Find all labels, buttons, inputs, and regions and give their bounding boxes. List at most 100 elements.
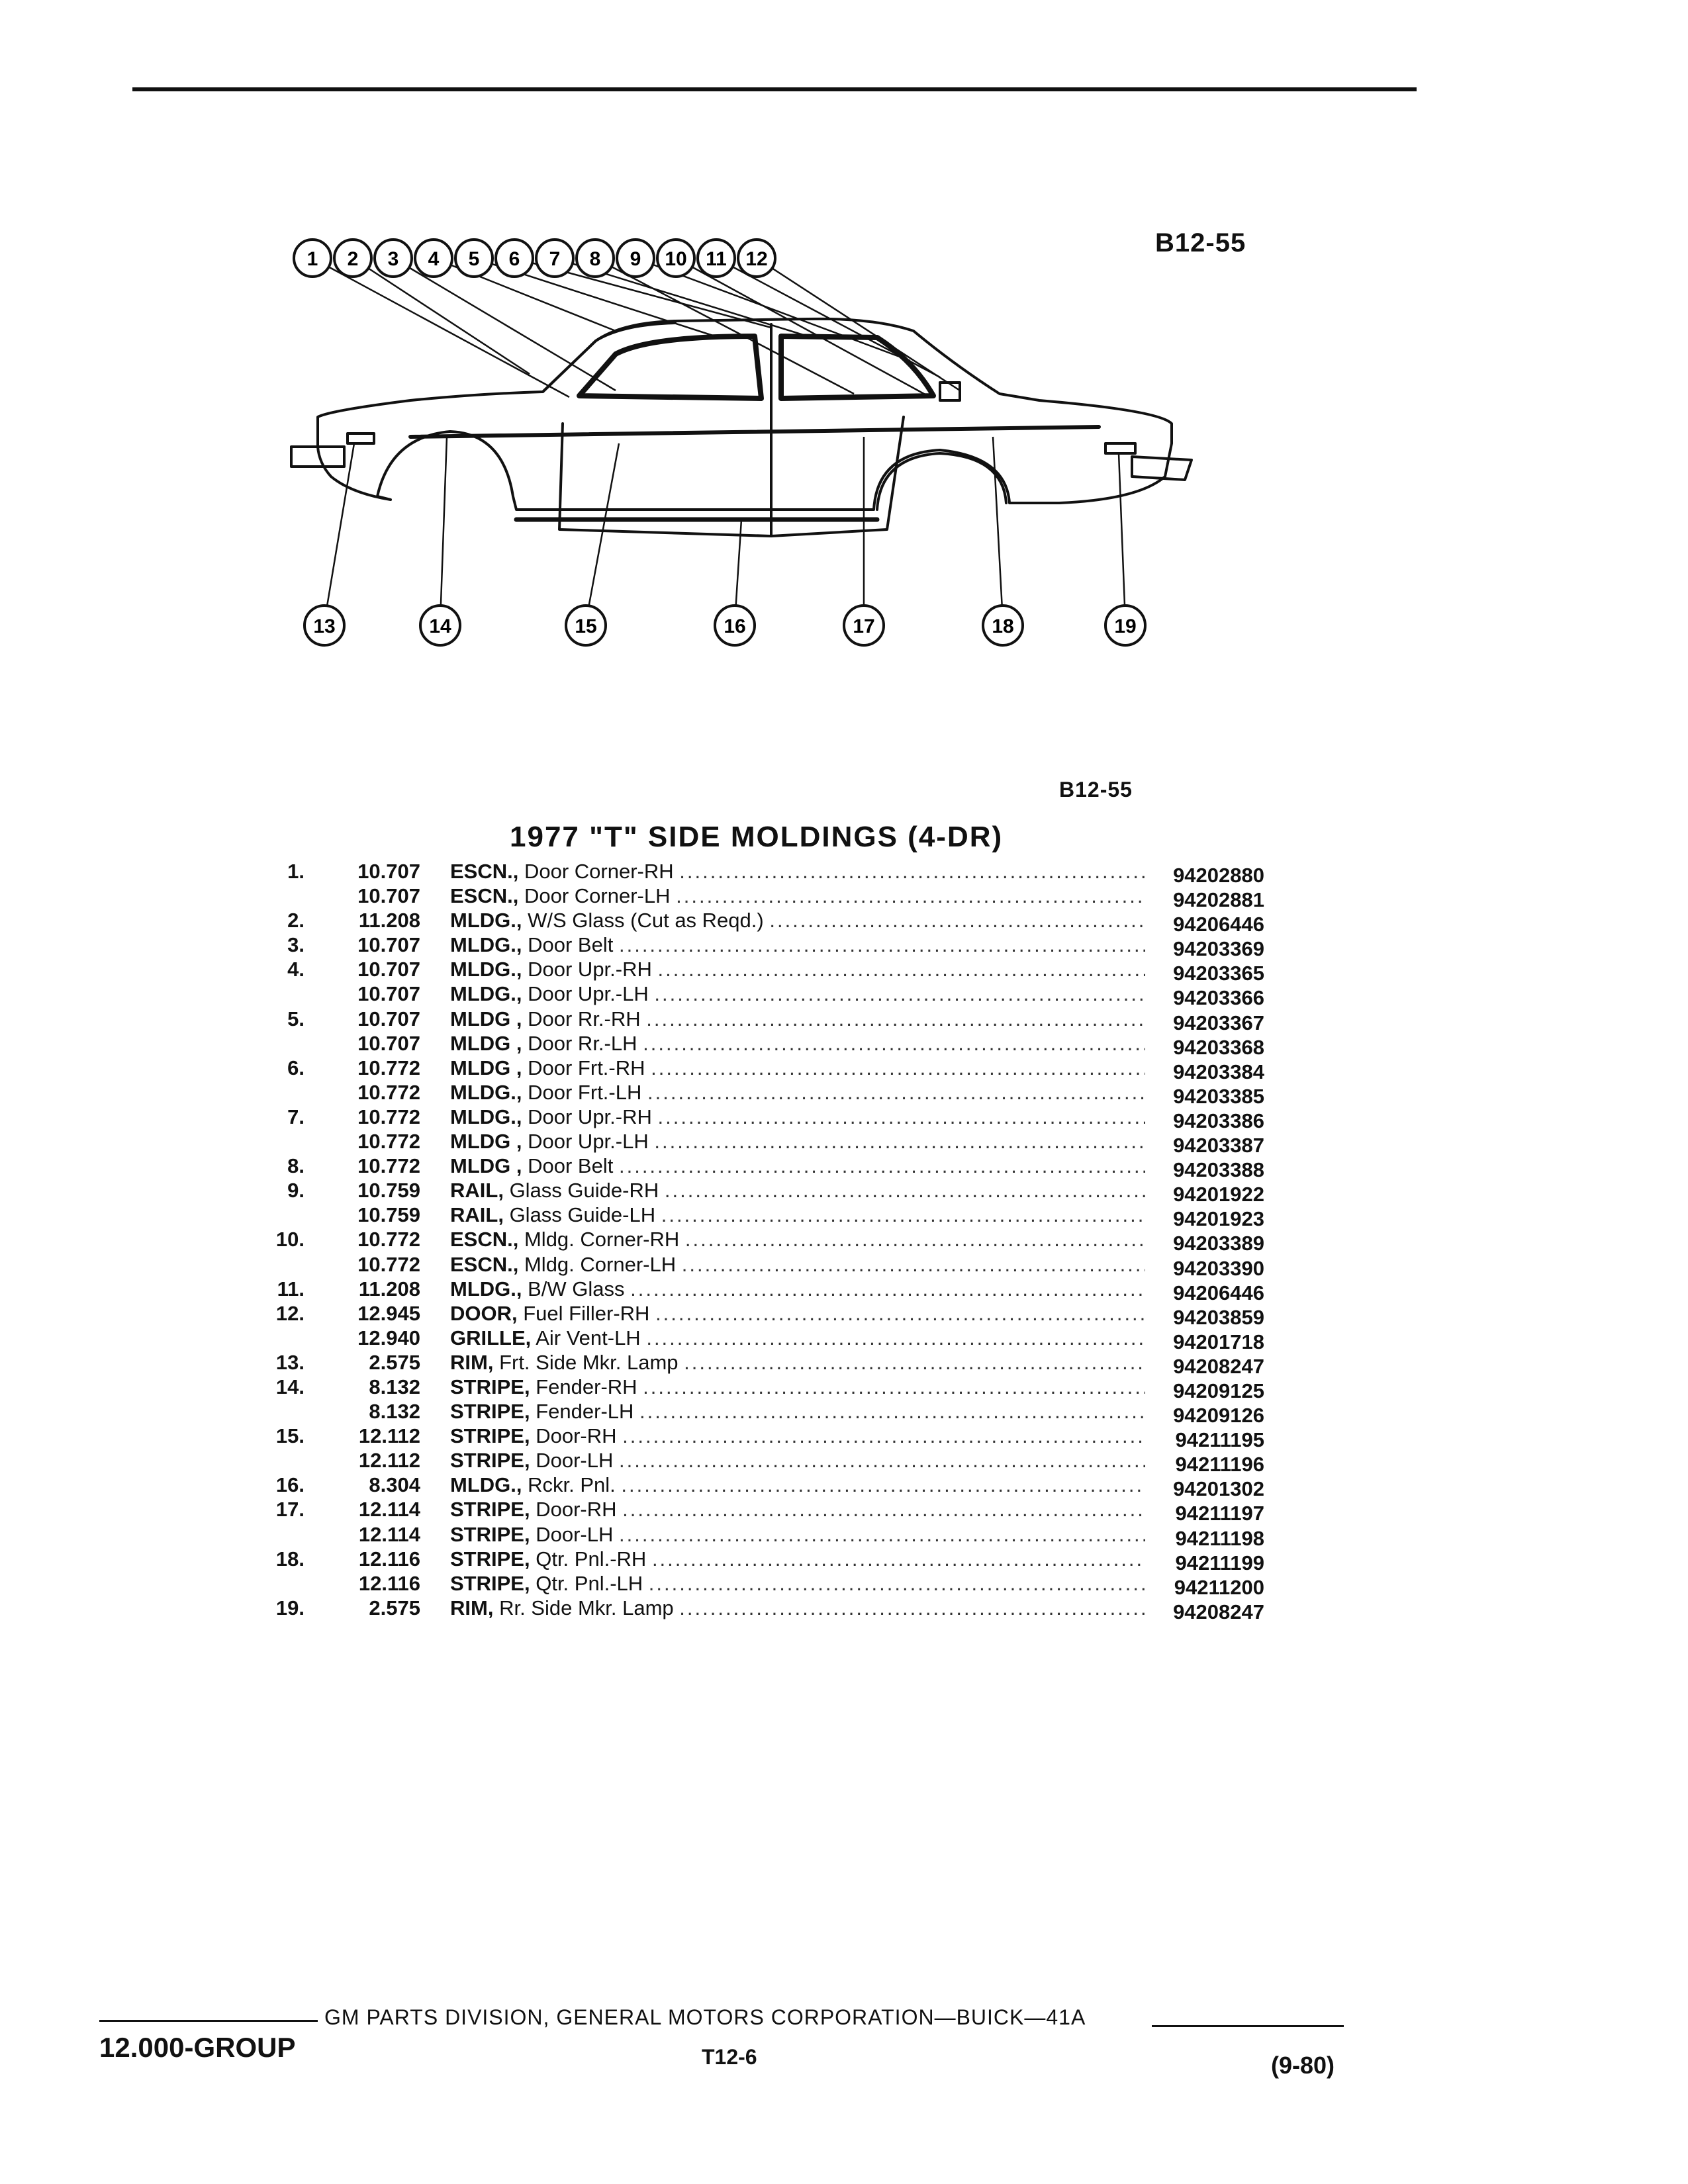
callout-7: 7 (535, 238, 575, 278)
part-name: MLDG., (450, 1080, 522, 1104)
ref-number: 3. (287, 933, 305, 957)
part-name: ESCN., (450, 860, 519, 883)
group-number: 12.940 (357, 1326, 420, 1349)
part-number: 94203386 (1173, 1109, 1264, 1132)
figure-code-secondary: B12-55 (1059, 778, 1133, 801)
part-name: MLDG , (450, 1130, 522, 1154)
ref-number: 6. (287, 1056, 305, 1079)
part-description: ESCN., Door Corner-RH ..................… (450, 859, 1145, 884)
callout-label: 6 (509, 248, 520, 270)
part-detail: Door Upr.-RH (528, 958, 652, 981)
leader-dots: ........................................… (618, 933, 1145, 957)
part-detail: Fender-RH (536, 1375, 637, 1398)
belt-line (408, 425, 1101, 439)
callout-label: 5 (469, 248, 480, 270)
callout-label: 18 (992, 615, 1013, 637)
rear-bumper (1131, 455, 1193, 481)
page-number: T12-6 (702, 2045, 757, 2069)
leader-dots: ........................................… (769, 909, 1145, 933)
part-name: MLDG., (450, 909, 522, 933)
part-number: 94203389 (1173, 1232, 1264, 1255)
group-number: 10.707 (357, 933, 420, 957)
leader-dots: ........................................… (643, 1031, 1145, 1055)
part-number: 94211198 (1175, 1526, 1264, 1550)
part-number: 94203366 (1173, 986, 1264, 1010)
group-number: 12.945 (357, 1301, 420, 1325)
ref-number: 7. (287, 1105, 305, 1128)
ref-number: 13. (275, 1350, 305, 1374)
ref-number: 11. (277, 1277, 305, 1300)
leader-dots: ........................................… (622, 1424, 1145, 1448)
part-description: STRIPE, Qtr. Pnl.-LH ...................… (450, 1571, 1145, 1596)
part-name: GRILLE, (450, 1326, 532, 1349)
part-name: MLDG., (450, 1105, 522, 1128)
group-number: 10.772 (357, 1056, 420, 1079)
part-name: MLDG., (450, 933, 522, 957)
callout-label: 19 (1114, 615, 1136, 637)
leader-dots: ........................................… (630, 1277, 1145, 1300)
part-detail: Air Vent-LH (536, 1326, 641, 1349)
part-detail: Door Rr.-LH (528, 1031, 637, 1055)
part-description: MLDG., W/S Glass (Cut as Reqd.) ........… (450, 908, 1145, 933)
leader-dots: ........................................… (664, 1179, 1145, 1203)
figure-code: B12-55 (1155, 228, 1246, 257)
callout-label: 3 (388, 248, 399, 270)
part-detail: Door Belt (528, 1154, 614, 1178)
leader-dots: ........................................… (646, 1326, 1145, 1349)
part-name: RAIL, (450, 1203, 504, 1227)
leader-dots: ........................................… (619, 1449, 1145, 1473)
part-detail: Door Frt.-RH (528, 1056, 645, 1079)
callout-label: 2 (348, 248, 359, 270)
part-description: RIM, Frt. Side Mkr. Lamp ...............… (450, 1350, 1145, 1375)
callout-label: 16 (724, 615, 745, 637)
part-detail: Door-RH (536, 1498, 617, 1522)
part-name: ESCN., (450, 1228, 519, 1251)
part-number: 94203385 (1173, 1084, 1264, 1108)
part-number: 94203369 (1173, 937, 1264, 961)
part-number: 94203368 (1173, 1035, 1264, 1059)
group-number: 10.759 (357, 1179, 420, 1203)
callout-14: 14 (419, 604, 461, 647)
front-door-glass (577, 334, 764, 401)
footer-rule-right (1152, 2025, 1344, 2027)
part-number: 94206446 (1173, 1281, 1264, 1304)
part-name: STRIPE, (450, 1571, 530, 1595)
callout-11: 11 (696, 238, 736, 278)
part-name: MLDG , (450, 1031, 522, 1055)
ref-number: 1. (287, 860, 305, 883)
callout-label: 14 (429, 615, 451, 637)
part-name: MLDG., (450, 1473, 522, 1497)
leader-dots: ........................................… (655, 1301, 1145, 1325)
part-description: STRIPE, Qtr. Pnl.-RH ...................… (450, 1547, 1145, 1571)
callout-10: 10 (656, 238, 696, 278)
part-description: MLDG., B/W Glass .......................… (450, 1277, 1145, 1301)
part-detail: Door Upr.-LH (528, 982, 649, 1006)
part-number: 94211200 (1174, 1575, 1264, 1599)
part-number: 94202880 (1173, 864, 1264, 887)
group-number: 10.707 (357, 982, 420, 1006)
part-description: STRIPE, Door-LH ........................… (450, 1522, 1145, 1547)
part-name: STRIPE, (450, 1424, 530, 1448)
part-number: 94203859 (1173, 1305, 1264, 1329)
part-name: STRIPE, (450, 1547, 530, 1570)
ref-number: 17. (275, 1498, 305, 1522)
group-number: 12.114 (358, 1498, 420, 1522)
callout-2: 2 (333, 238, 373, 278)
part-description: ESCN., Mldg. Corner-RH .................… (450, 1227, 1145, 1251)
leader-dots: ........................................… (684, 1350, 1145, 1374)
group-number: 10.772 (357, 1252, 420, 1276)
leader-dots: ........................................… (679, 860, 1145, 883)
part-detail: Glass Guide-LH (509, 1203, 656, 1227)
callout-label: 13 (313, 615, 335, 637)
